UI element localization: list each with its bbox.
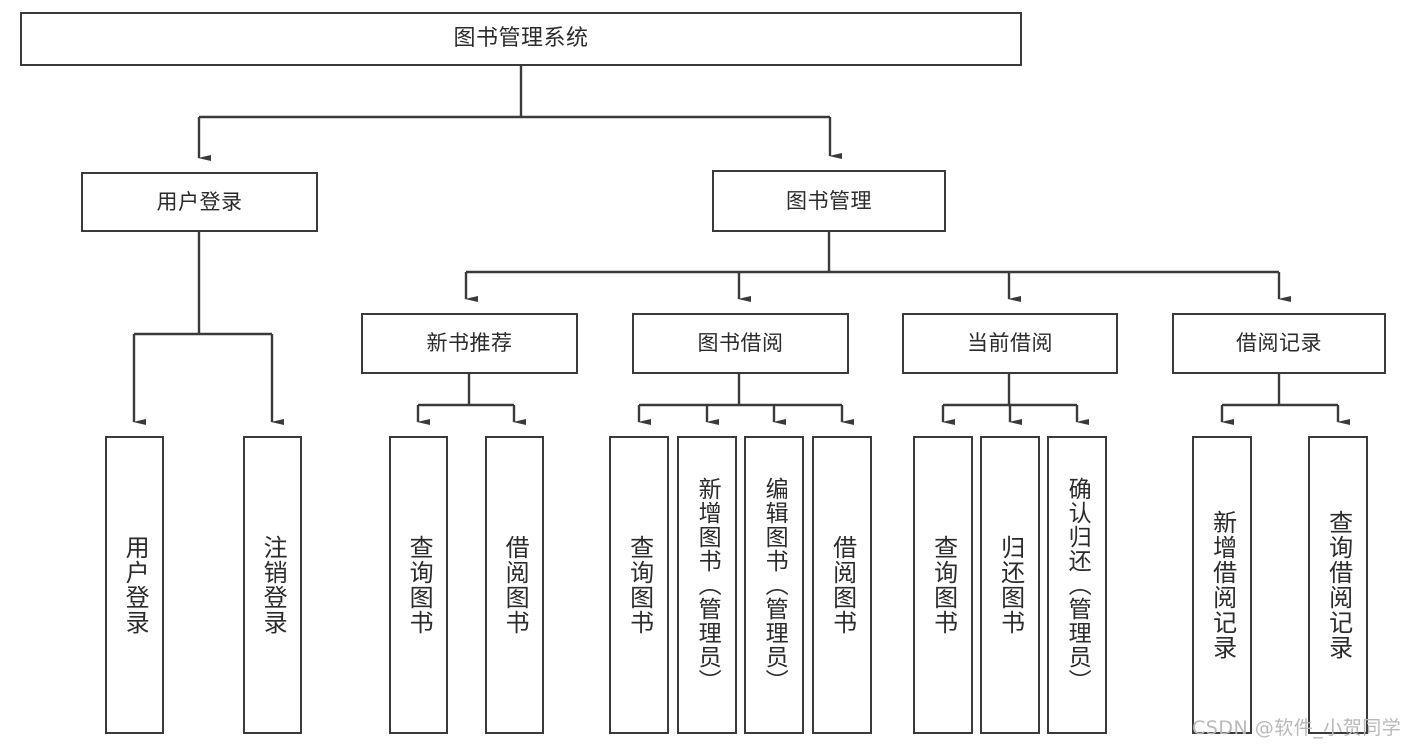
node-label: 借阅记录 <box>1236 331 1322 356</box>
leaf-current-query-book[interactable]: 查询图书 <box>913 436 973 734</box>
watermark-text: CSDN @软件_小贺同学 <box>1192 717 1402 739</box>
leaf-record-query[interactable]: 查询借阅记录 <box>1308 436 1368 734</box>
node-book-borrow[interactable]: 图书借阅 <box>632 313 849 374</box>
leaf-record-add[interactable]: 新增借阅记录 <box>1192 436 1252 734</box>
node-label: 图书管理系统 <box>453 26 589 52</box>
leaf-current-confirm-return-admin[interactable]: 确认归还（管理员） <box>1047 436 1107 734</box>
node-label: 编辑图书（管理员） <box>761 477 788 693</box>
node-label: 用户登录 <box>121 535 150 635</box>
node-label: 查询图书 <box>405 535 434 635</box>
node-user-login-module[interactable]: 用户登录 <box>81 172 318 232</box>
node-root-system[interactable]: 图书管理系统 <box>20 12 1022 66</box>
node-label: 新增借阅记录 <box>1208 510 1237 660</box>
node-label: 确认归还（管理员） <box>1064 477 1091 693</box>
node-label: 新书推荐 <box>426 331 513 356</box>
node-borrow-record[interactable]: 借阅记录 <box>1172 313 1386 374</box>
node-label: 查询图书 <box>929 535 958 635</box>
leaf-borrow-query-book[interactable]: 查询图书 <box>609 436 669 734</box>
node-label: 查询借阅记录 <box>1324 510 1353 660</box>
leaf-borrow-add-book-admin[interactable]: 新增图书（管理员） <box>677 436 737 734</box>
leaf-borrow-edit-book-admin[interactable]: 编辑图书（管理员） <box>744 436 804 734</box>
node-label: 图书借阅 <box>697 331 784 356</box>
node-current-borrow[interactable]: 当前借阅 <box>902 313 1118 374</box>
leaf-current-return-book[interactable]: 归还图书 <box>980 436 1040 734</box>
node-label: 用户登录 <box>156 189 243 214</box>
node-label: 新增图书（管理员） <box>694 477 721 693</box>
node-label: 查询图书 <box>625 535 654 635</box>
node-label: 借阅图书 <box>501 535 530 635</box>
leaf-user-logout[interactable]: 注销登录 <box>243 436 302 734</box>
leaf-new-book-query[interactable]: 查询图书 <box>389 436 448 734</box>
node-label: 当前借阅 <box>967 331 1053 356</box>
node-label: 归还图书 <box>996 535 1025 635</box>
node-label: 注销登录 <box>259 535 288 635</box>
node-new-book-recommend[interactable]: 新书推荐 <box>361 313 578 374</box>
leaf-user-login[interactable]: 用户登录 <box>105 436 164 734</box>
node-label: 图书管理 <box>786 188 872 213</box>
leaf-new-book-borrow[interactable]: 借阅图书 <box>485 436 544 734</box>
node-book-management-module[interactable]: 图书管理 <box>712 170 946 232</box>
node-label: 借阅图书 <box>828 535 857 635</box>
leaf-borrow-borrow-book[interactable]: 借阅图书 <box>812 436 872 734</box>
